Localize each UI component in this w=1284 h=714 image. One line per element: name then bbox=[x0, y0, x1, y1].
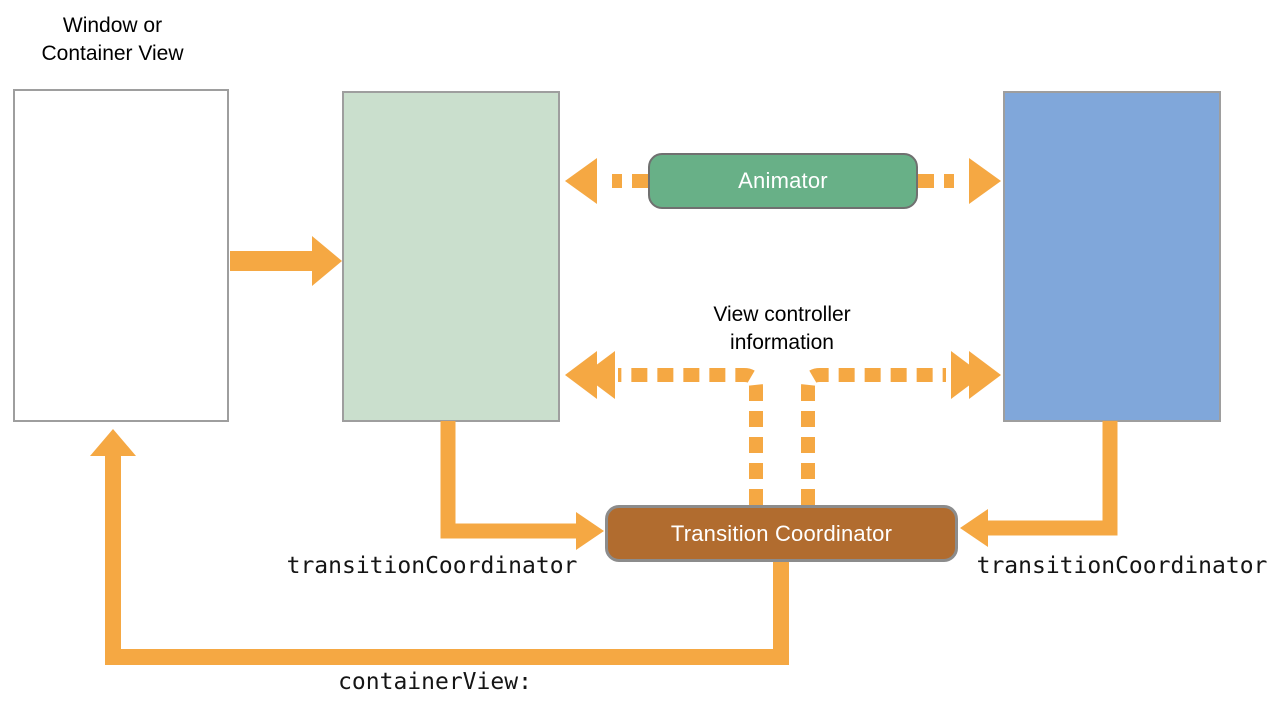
transition-coordinator-label: Transition Coordinator bbox=[670, 520, 893, 546]
arrow-animator-to-to-view bbox=[918, 158, 1001, 204]
arrow-coordinator-info-to-to-view bbox=[801, 351, 1001, 505]
animator-label: Animator bbox=[738, 168, 828, 193]
transition-coordinator-node: Transition Coordinator bbox=[605, 505, 958, 562]
transition-coordinator-property-right: transitionCoordinator bbox=[976, 553, 1268, 579]
arrow-from-view-to-coordinator bbox=[440, 421, 604, 550]
view-controller-information-label: View controller information bbox=[713, 303, 851, 354]
to-view-controller-box bbox=[1003, 91, 1221, 422]
container-view-property: containerView: bbox=[338, 669, 532, 695]
arrow-coordinator-info-to-from-view bbox=[565, 351, 763, 505]
arrow-to-view-to-coordinator bbox=[960, 421, 1118, 547]
window-container-view-label: Window or Container View bbox=[41, 14, 184, 65]
from-view-controller-box bbox=[342, 91, 560, 422]
transition-coordinator-property-left: transitionCoordinator bbox=[286, 553, 578, 579]
arrow-container-to-from-view bbox=[230, 236, 342, 286]
animator-node: Animator bbox=[648, 153, 918, 209]
arrow-animator-to-from-view bbox=[565, 158, 648, 204]
container-view-box bbox=[13, 89, 229, 422]
